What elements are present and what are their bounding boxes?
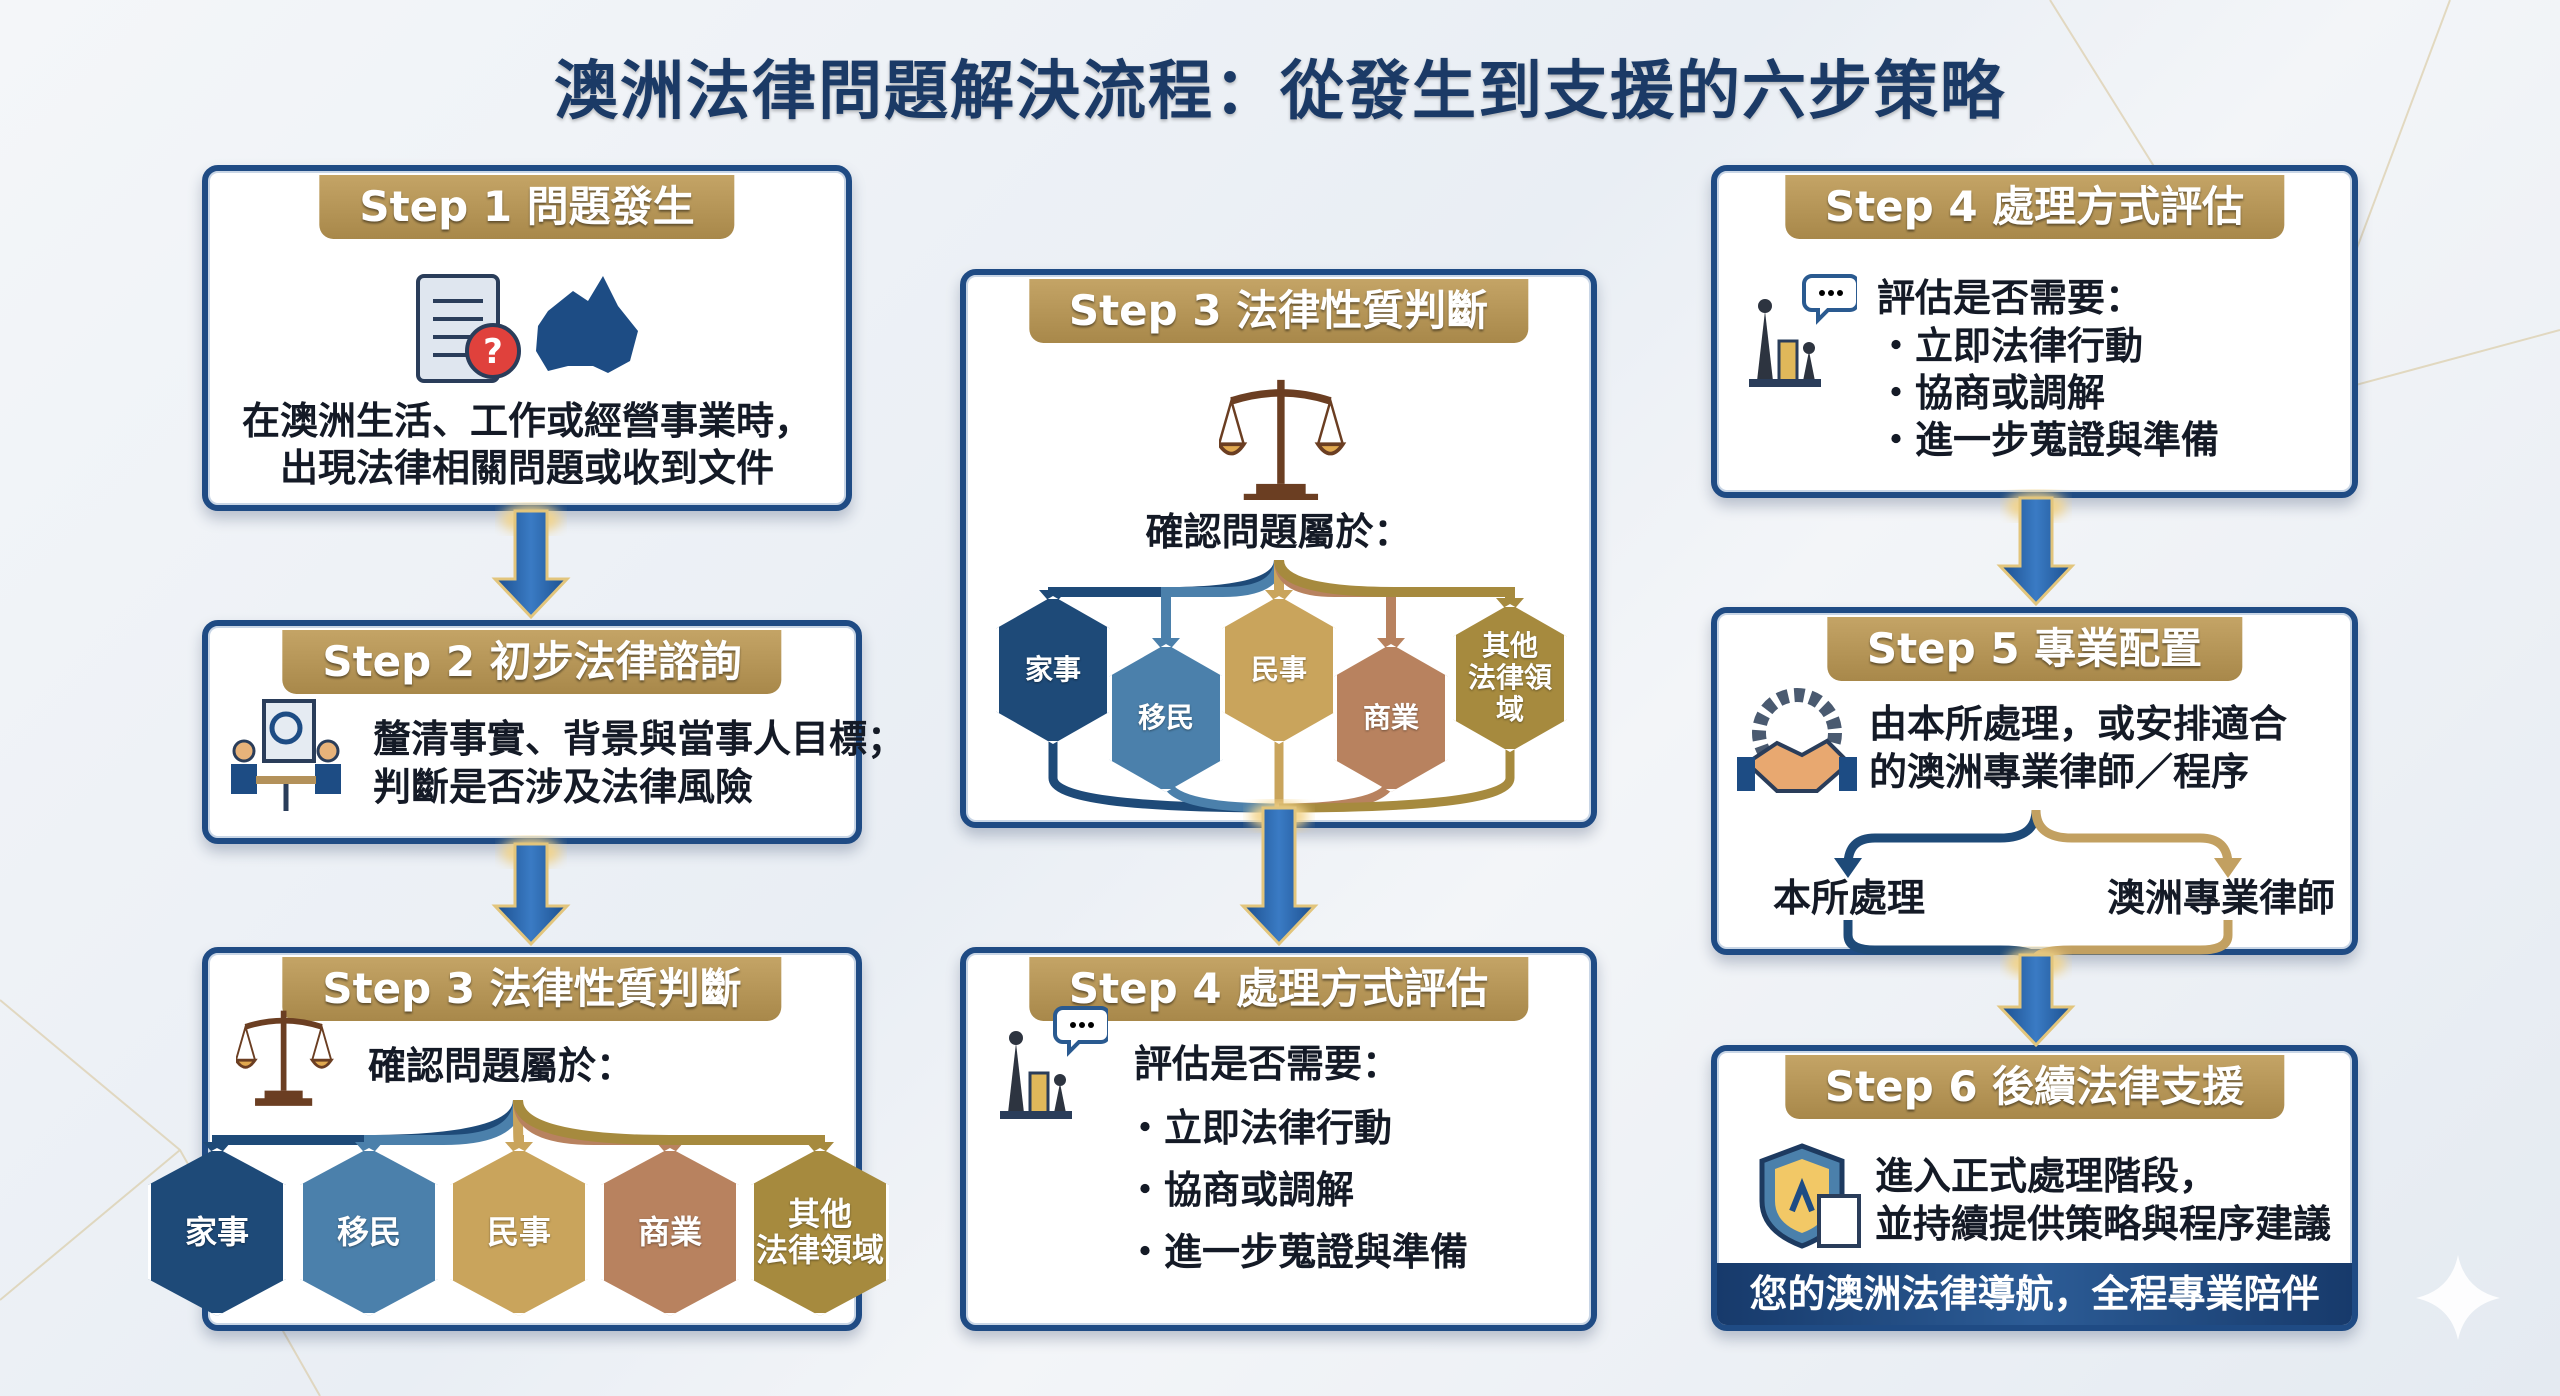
step4-right-item: ・立即法律行動: [1877, 324, 2144, 368]
step4-mid-item: ・進一步蒐證與準備: [1126, 1230, 1469, 1274]
step4-mid-item: ・協商或調解: [1126, 1168, 1355, 1212]
step2-text-2: 判斷是否涉及法律風險: [373, 765, 754, 809]
scales-icon: [1219, 379, 1347, 500]
step4-mid-card: Step 4 處理方式評估 評估是否需要： ・立即法律行動 ・協商或調解 ・進一…: [960, 947, 1597, 1331]
step4-right-prompt: 評估是否需要：: [1877, 276, 2144, 320]
document-question-icon: ?: [416, 274, 638, 383]
flow-arrow-down: [1996, 492, 2076, 607]
handshake-gear-icon: [1737, 688, 1857, 793]
category-label: 移民: [1137, 701, 1194, 734]
chess-strategy-icon: [1749, 274, 1857, 387]
step5-card: Step 5 專業配置 由本所處理，或安排適合 的澳洲專業律師／程序 本所處理 …: [1711, 607, 2358, 955]
category-step3_mid-1: 移民: [1109, 644, 1223, 792]
shield-document-icon: [1759, 1143, 1861, 1249]
category-step3_mid-0: 家事: [996, 596, 1110, 744]
step4-mid-prompt: 評估是否需要：: [1134, 1042, 1401, 1086]
step5-text-1: 由本所處理，或安排適合: [1869, 702, 2288, 746]
step4-right-item: ・進一步蒐證與準備: [1877, 418, 2220, 462]
step2-tab: Step 2 初步法律諮詢: [282, 630, 782, 694]
category-label: 商業: [637, 1213, 702, 1251]
scales-icon: [236, 1010, 334, 1106]
merge-line-4: [1278, 746, 1515, 813]
step5-tab: Step 5 專業配置: [1826, 617, 2243, 681]
branch-4: [513, 1099, 825, 1154]
step3-left-tab: Step 3 法律性質判斷: [282, 957, 782, 1021]
step3-left-prompt: 確認問題屬於：: [368, 1044, 635, 1088]
category-step3_mid-3: 商業: [1334, 644, 1448, 792]
flow-arrow-down: [491, 838, 571, 947]
category-label: 法律領域: [755, 1231, 884, 1269]
category-step3_mid-4: 其他法律領域: [1453, 604, 1567, 752]
category-step3_left-3: 商業: [601, 1148, 739, 1316]
step5-text-2: 的澳洲專業律師／程序: [1869, 750, 2250, 794]
step4-right-item: ・協商或調解: [1877, 371, 2106, 415]
step6-card: Step 6 後續法律支援 進入正式處理階段， 並持續提供策略與程序建議 您的澳…: [1711, 1045, 2358, 1331]
step4-mid-tab: Step 4 處理方式評估: [1028, 957, 1529, 1021]
category-step3_left-1: 移民: [300, 1148, 438, 1316]
category-label: 其他: [1481, 629, 1538, 662]
category-label: 商業: [1362, 701, 1419, 734]
step4-right-card: Step 4 處理方式評估 評估是否需要： ・立即法律行動 ・協商或調解 ・進一…: [1711, 165, 2358, 498]
step6-tab: Step 6 後續法律支援: [1784, 1055, 2285, 1119]
step1-text-1: 在澳洲生活、工作或經營事業時，: [241, 399, 812, 443]
step6-text-2: 並持續提供策略與程序建議: [1875, 1202, 2332, 1246]
step6-text-1: 進入正式處理階段，: [1875, 1154, 2218, 1198]
svg-text:?: ?: [483, 332, 503, 372]
chess-strategy-icon: [1000, 1006, 1108, 1119]
step3-mid-prompt: 確認問題屬於：: [1145, 510, 1412, 554]
category-step3_mid-2: 民事: [1222, 596, 1336, 744]
category-label: 民事: [1250, 653, 1307, 686]
flow-arrow-down: [1239, 802, 1319, 947]
consultation-icon: [231, 699, 341, 811]
sparkle-icon: [2416, 1255, 2500, 1340]
branch-1: [364, 1099, 523, 1154]
category-label: 法律領域: [1467, 661, 1552, 726]
step4-mid-item: ・立即法律行動: [1126, 1106, 1393, 1150]
flow-arrow-down: [491, 505, 571, 620]
category-branches-left: [203, 1099, 834, 1158]
category-label: 家事: [1024, 653, 1081, 686]
option-australian-lawyer: 澳洲專業律師: [2107, 876, 2336, 920]
category-label: 民事: [486, 1213, 551, 1251]
category-step3_left-4: 其他法律領域: [751, 1148, 889, 1316]
step1-tab: Step 1 問題發生: [319, 175, 735, 239]
flow-arrow-down: [1996, 949, 2076, 1048]
australia-map-icon: [536, 276, 638, 373]
page-title: 澳洲法律問題解決流程：從發生到支援的六步策略: [554, 55, 2006, 129]
step1-text-2: 出現法律相關問題或收到文件: [279, 446, 774, 490]
category-label: 家事: [184, 1213, 249, 1251]
step4-right-tab: Step 4 處理方式評估: [1784, 175, 2285, 239]
category-step3_left-0: 家事: [148, 1148, 286, 1316]
category-branches-mid: [1039, 559, 1524, 813]
branch-4: [1274, 559, 1515, 610]
category-label: 其他: [787, 1195, 852, 1233]
step5-branches: [1834, 809, 2242, 962]
option-in-house: 本所處理: [1773, 876, 1926, 920]
step3-mid-tab: Step 3 法律性質判斷: [1028, 279, 1529, 343]
step2-text-1: 釐清事實、背景與當事人目標；: [373, 717, 906, 761]
footer-slogan: 您的澳洲法律導航，全程專業陪伴: [1717, 1263, 2352, 1325]
category-step3_left-2: 民事: [450, 1148, 588, 1316]
category-label: 移民: [336, 1213, 401, 1251]
